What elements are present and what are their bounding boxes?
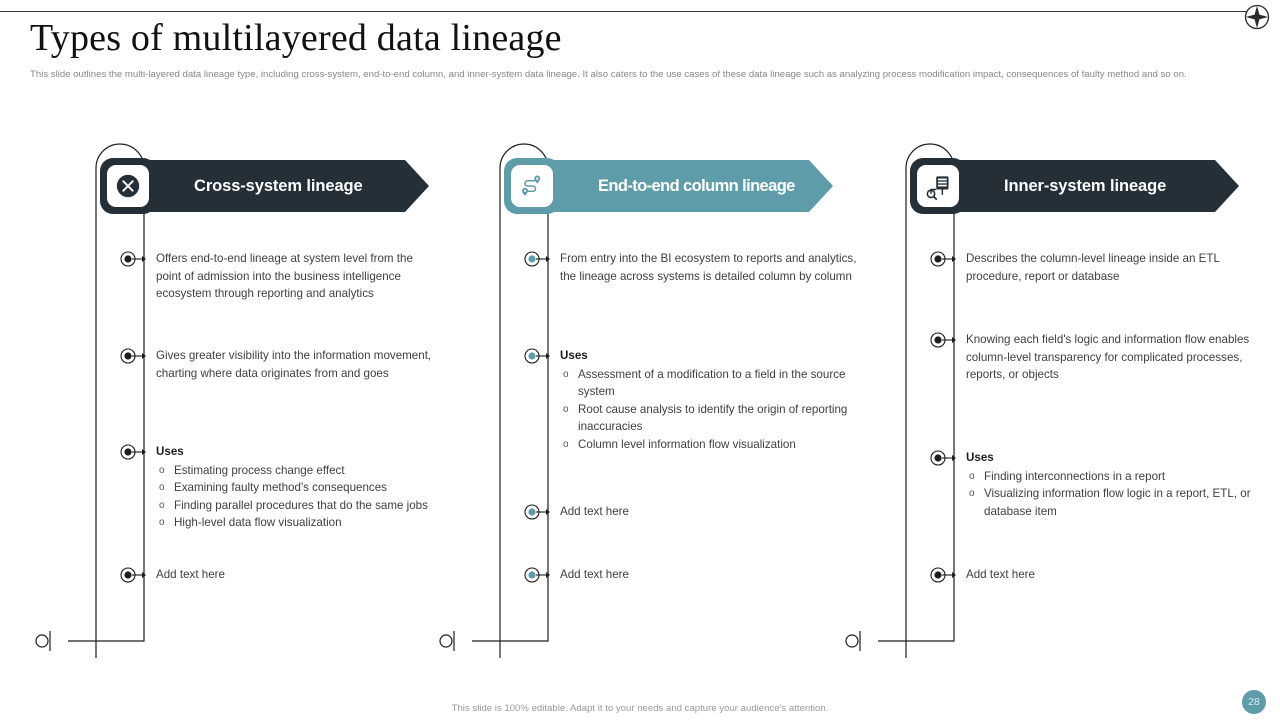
- sublist-item: Column level information flow visualizat…: [560, 436, 872, 454]
- bullet-marker-icon: [120, 251, 148, 267]
- bullet-marker-icon: [930, 251, 958, 267]
- bullet-text: Knowing each field's logic and informati…: [966, 333, 1250, 382]
- bullet-marker-icon: [120, 444, 148, 460]
- bullet-marker-icon: [120, 348, 148, 364]
- bullet-text: Add text here: [560, 568, 629, 581]
- bullet-heading: UsesFinding interconnections in a report…: [966, 449, 1258, 520]
- bullet-sublist: Estimating process change effectExaminin…: [156, 462, 436, 532]
- page-subtitle: This slide outlines the multi-layered da…: [30, 69, 1187, 80]
- bullet-text: Add text here: [560, 505, 629, 518]
- close-circle-icon: [100, 158, 156, 214]
- top-divider: [0, 11, 1247, 12]
- bullet-heading: UsesAssessment of a modification to a fi…: [560, 347, 872, 454]
- bullet-marker-icon: [524, 504, 552, 520]
- bullet-text: From entry into the BI ecosystem to repo…: [560, 252, 857, 283]
- chevron-tip: [405, 160, 429, 212]
- sublist-item: Finding parallel procedures that do the …: [156, 497, 436, 515]
- sublist-item: Root cause analysis to identify the orig…: [560, 401, 872, 436]
- bullet-sublist: Assessment of a modification to a field …: [560, 366, 872, 454]
- sublist-item: Estimating process change effect: [156, 462, 436, 480]
- bullet-marker-icon: [930, 450, 958, 466]
- bullet-text: Gives greater visibility into the inform…: [156, 349, 432, 380]
- column-header-label: End-to-end column lineage: [598, 176, 795, 195]
- four-point-star-compass-icon: [1242, 2, 1272, 32]
- column-header-label: Cross-system lineage: [194, 176, 363, 195]
- sublist-item: High-level data flow visualization: [156, 514, 436, 532]
- sublist-item: Examining faulty method's consequences: [156, 479, 436, 497]
- footer-note: This slide is 100% editable. Adapt it to…: [451, 703, 829, 714]
- bullet-marker-icon: [930, 332, 958, 348]
- bullet-marker-icon: [930, 567, 958, 583]
- chevron-tip: [809, 160, 833, 212]
- page-title: Types of multilayered data lineage: [30, 17, 562, 59]
- page-number-badge: 28: [1242, 690, 1266, 714]
- column-header-label: Inner-system lineage: [1004, 176, 1167, 195]
- bullet-heading: UsesEstimating process change effectExam…: [156, 443, 436, 532]
- server-search-icon: [910, 158, 966, 214]
- bullet-text: Offers end-to-end lineage at system leve…: [156, 252, 413, 301]
- bullet-marker-icon: [524, 567, 552, 583]
- bullet-text: Add text here: [156, 568, 225, 581]
- bullet-marker-icon: [120, 567, 148, 583]
- bullet-text: Describes the column-level lineage insid…: [966, 252, 1220, 283]
- chevron-tip: [1215, 160, 1239, 212]
- bullet-text: Add text here: [966, 568, 1035, 581]
- route-map-pins-icon: [504, 158, 560, 214]
- bullet-marker-icon: [524, 251, 552, 267]
- sublist-item: Assessment of a modification to a field …: [560, 366, 872, 401]
- bullet-marker-icon: [524, 348, 552, 364]
- sublist-item: Finding interconnections in a report: [966, 468, 1258, 486]
- bullet-sublist: Finding interconnections in a reportVisu…: [966, 468, 1258, 521]
- sublist-item: Visualizing information flow logic in a …: [966, 485, 1258, 520]
